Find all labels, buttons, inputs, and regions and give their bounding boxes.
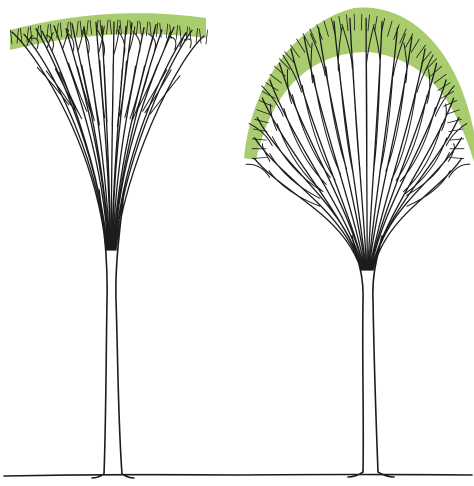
right-tree-branch <box>257 118 362 270</box>
right-tree-twig <box>361 14 362 30</box>
left-tree-twig <box>206 30 208 44</box>
right-tree-twig <box>277 124 323 192</box>
left-tree-twig <box>117 69 122 127</box>
left-tree-branch <box>24 34 107 250</box>
right-tree-twig <box>269 171 320 206</box>
right-tree-twig <box>354 14 355 30</box>
left-tree-branches <box>11 20 208 250</box>
left-tree-twig <box>150 76 180 114</box>
right-tree-branch <box>304 37 365 270</box>
right-tree-twig <box>450 139 464 140</box>
right-tree-trunk <box>348 236 394 477</box>
left-tree-branch <box>42 31 108 250</box>
right-tree-twig <box>449 129 463 131</box>
left-tree-twig <box>169 37 176 50</box>
right-tree-twig <box>442 104 447 130</box>
right-canopy-band <box>244 7 474 162</box>
right-tree-twig <box>326 67 347 169</box>
ground-line <box>4 475 472 477</box>
